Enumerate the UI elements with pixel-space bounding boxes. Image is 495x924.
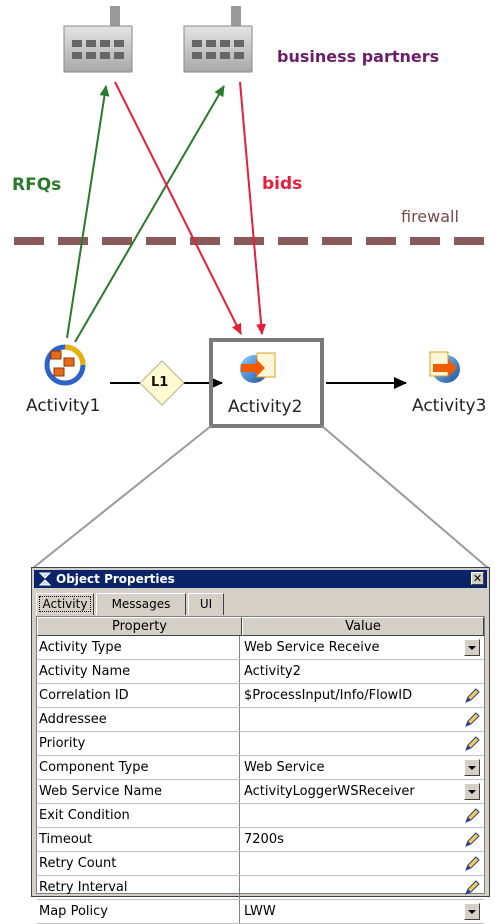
edit-pencil-icon[interactable] bbox=[464, 831, 480, 848]
activity1-label: Activity1 bbox=[26, 396, 101, 416]
table-row[interactable]: Priority bbox=[37, 732, 484, 756]
edit-pencil-icon[interactable] bbox=[464, 879, 480, 896]
property-value[interactable] bbox=[242, 804, 462, 827]
rfq-arrow bbox=[74, 85, 225, 343]
table-row[interactable]: Exit Condition bbox=[37, 804, 484, 828]
property-name: Web Service Name bbox=[37, 780, 240, 803]
business-partners-label: business partners bbox=[277, 47, 440, 66]
property-name: Correlation ID bbox=[37, 684, 240, 707]
property-value[interactable]: Web Service Receive bbox=[244, 640, 380, 655]
property-value[interactable] bbox=[242, 732, 462, 755]
property-value[interactable]: LWW bbox=[244, 904, 276, 919]
property-name: Retry Count bbox=[37, 852, 240, 875]
table-row[interactable]: Correlation ID $ProcessInput/Info/FlowID bbox=[37, 684, 484, 708]
link-diamond[interactable] bbox=[139, 360, 185, 406]
edit-pencil-icon[interactable] bbox=[464, 807, 480, 824]
table-row[interactable]: Map Policy LWW bbox=[37, 900, 484, 924]
property-name: Map Policy bbox=[37, 900, 240, 923]
property-name: Exit Condition bbox=[37, 804, 240, 827]
property-value[interactable]: $ProcessInput/Info/FlowID bbox=[244, 688, 413, 703]
table-row[interactable]: Activity Name Activity2 bbox=[37, 660, 484, 684]
properties-icon bbox=[38, 572, 52, 586]
property-name: Priority bbox=[37, 732, 240, 755]
object-properties-dialog: Object Properties ✕ Activity Messages UI… bbox=[31, 567, 490, 924]
link-label: L1 bbox=[151, 375, 169, 390]
edit-pencil-icon[interactable] bbox=[464, 687, 480, 704]
property-name: Addressee bbox=[37, 708, 240, 731]
business-partner-building-icon bbox=[63, 6, 133, 73]
property-value[interactable]: Activity2 bbox=[244, 664, 301, 679]
tab-activity[interactable]: Activity bbox=[36, 593, 94, 615]
zoom-line bbox=[321, 425, 489, 569]
property-name: Component Type bbox=[37, 756, 240, 779]
column-header-value[interactable]: Value bbox=[242, 617, 484, 636]
property-name: Activity Type bbox=[37, 636, 240, 659]
bid-arrow bbox=[239, 81, 267, 335]
table-row[interactable]: Activity Type Web Service Receive bbox=[37, 636, 484, 660]
tab-messages[interactable]: Messages bbox=[96, 593, 186, 615]
property-value[interactable] bbox=[242, 876, 462, 899]
web-service-send-icon[interactable] bbox=[429, 351, 460, 383]
dropdown-arrow-icon[interactable] bbox=[464, 903, 480, 920]
bids-label: bids bbox=[262, 174, 303, 194]
activity3-label: Activity3 bbox=[412, 396, 487, 416]
table-row[interactable]: Addressee bbox=[37, 708, 484, 732]
table-row[interactable]: Retry Interval bbox=[37, 876, 484, 900]
tab-ui[interactable]: UI bbox=[188, 593, 224, 615]
property-name: Retry Interval bbox=[37, 876, 240, 899]
bid-arrow bbox=[114, 81, 242, 335]
activity2-selection-box[interactable] bbox=[209, 338, 324, 428]
process-icon[interactable] bbox=[44, 344, 86, 386]
edit-pencil-icon[interactable] bbox=[464, 735, 480, 752]
close-icon[interactable]: ✕ bbox=[471, 572, 484, 585]
property-name: Activity Name bbox=[37, 660, 240, 683]
table-row[interactable]: Web Service Name ActivityLoggerWSReceiver bbox=[37, 780, 484, 804]
rfq-arrow bbox=[66, 85, 110, 339]
web-service-receive-icon[interactable] bbox=[240, 352, 276, 383]
zoom-line bbox=[32, 425, 212, 569]
property-value[interactable] bbox=[242, 708, 462, 731]
table-row[interactable]: Timeout 7200s bbox=[37, 828, 484, 852]
property-name: Timeout bbox=[37, 828, 240, 851]
table-row[interactable]: Retry Count bbox=[37, 852, 484, 876]
edit-pencil-icon[interactable] bbox=[464, 711, 480, 728]
property-value[interactable]: ActivityLoggerWSReceiver bbox=[244, 784, 415, 799]
property-value[interactable] bbox=[242, 852, 462, 875]
rfqs-label: RFQs bbox=[12, 175, 62, 195]
dialog-titlebar[interactable]: Object Properties ✕ bbox=[34, 570, 487, 588]
property-value[interactable]: 7200s bbox=[244, 832, 284, 847]
column-header-property[interactable]: Property bbox=[37, 617, 242, 636]
dropdown-arrow-icon[interactable] bbox=[464, 639, 480, 656]
dropdown-arrow-icon[interactable] bbox=[464, 783, 480, 800]
table-row[interactable]: Component Type Web Service bbox=[37, 756, 484, 780]
property-value[interactable]: Web Service bbox=[244, 760, 325, 775]
firewall-label: firewall bbox=[401, 207, 459, 226]
edit-pencil-icon[interactable] bbox=[464, 855, 480, 872]
activity2-label: Activity2 bbox=[228, 397, 303, 417]
business-partner-building-icon bbox=[183, 6, 253, 73]
dialog-title: Object Properties bbox=[56, 572, 175, 586]
dropdown-arrow-icon[interactable] bbox=[464, 759, 480, 776]
